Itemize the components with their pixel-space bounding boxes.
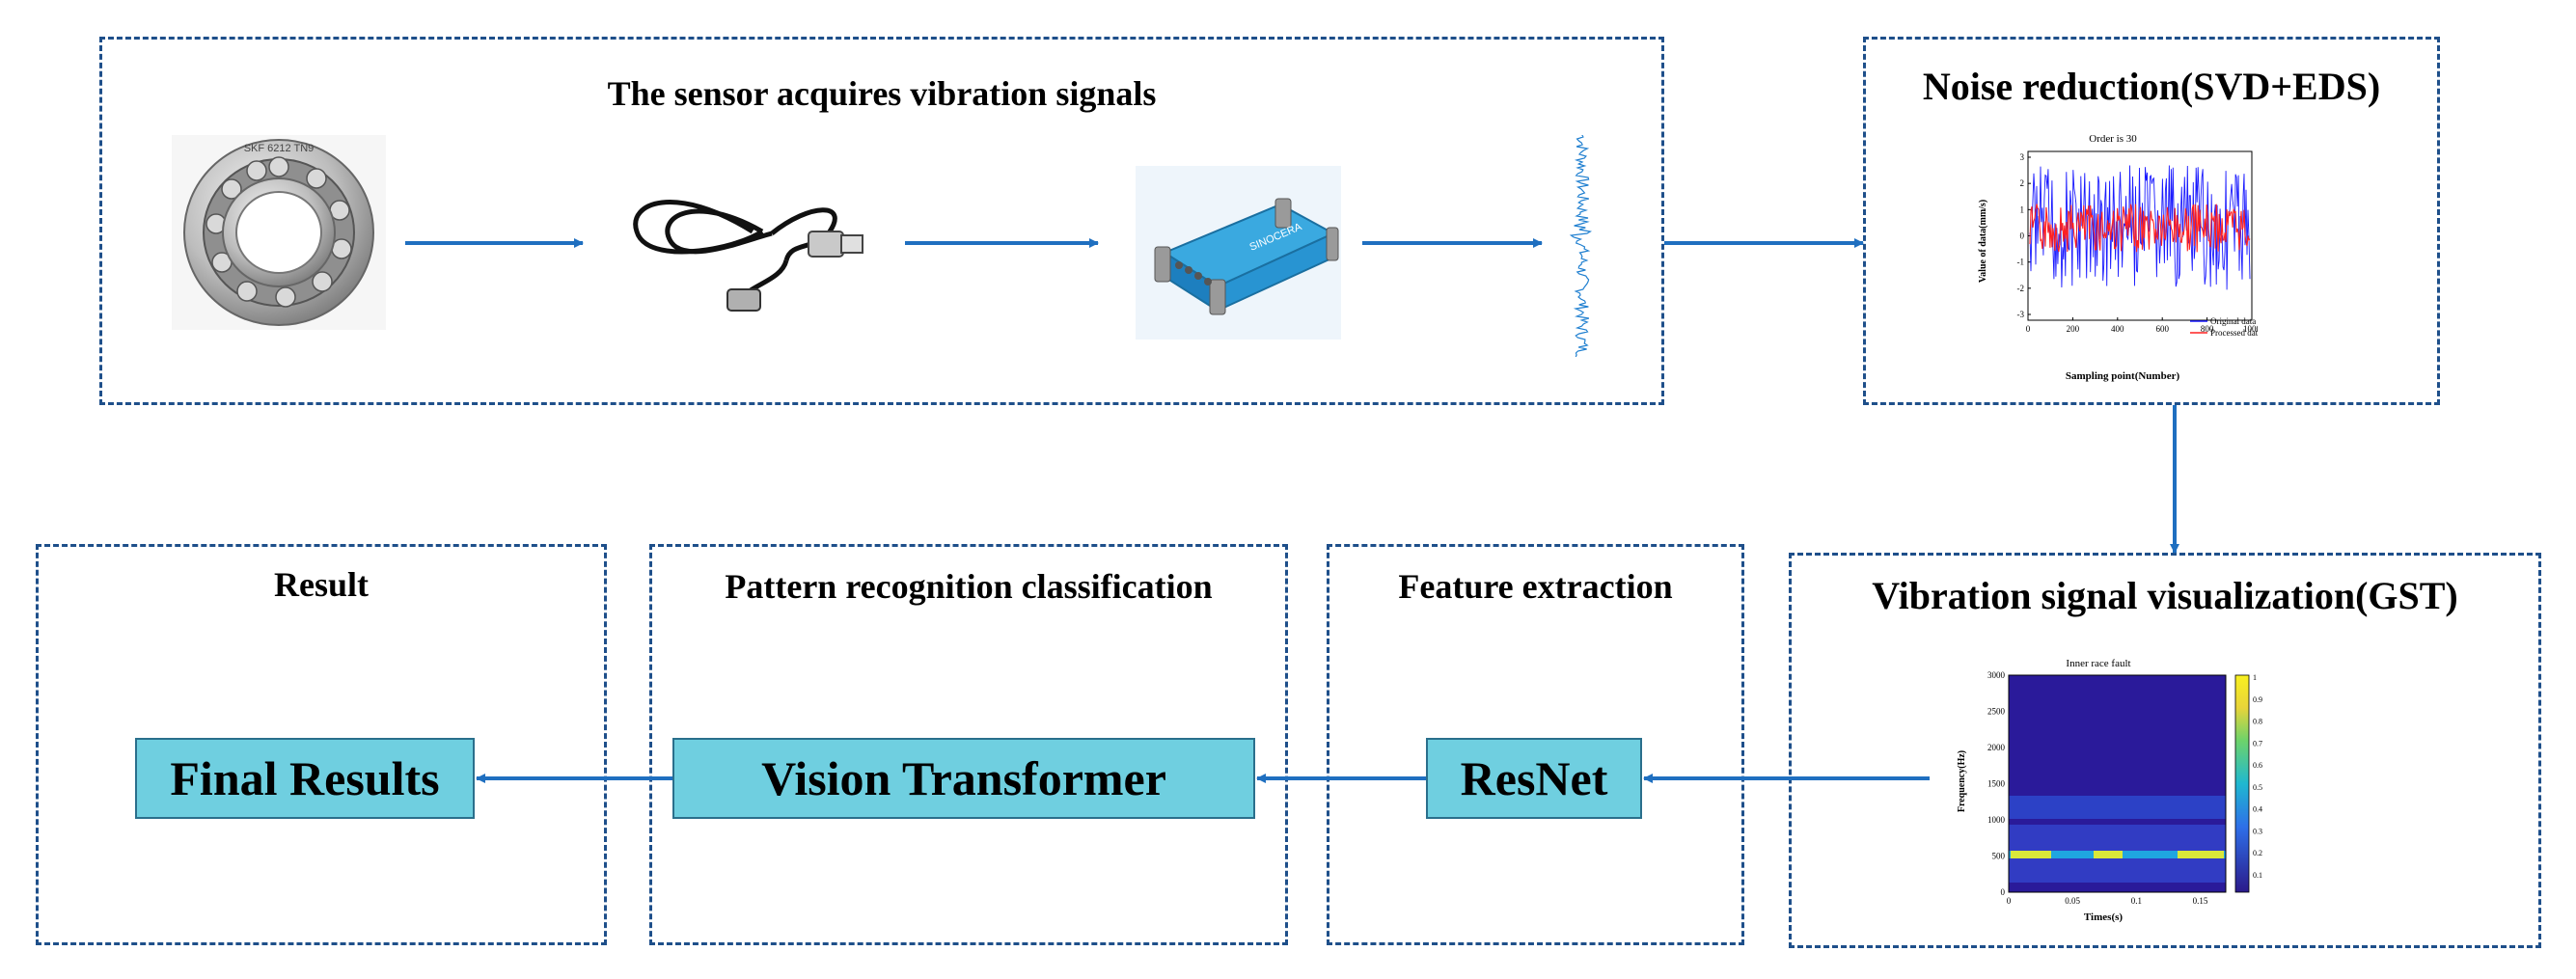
noise-ytick: 1: [2020, 204, 2025, 214]
gst-xtick: 0.1: [2131, 896, 2142, 906]
gst-hotspot: [2178, 851, 2224, 858]
panel-title-visual: Vibration signal visualization(GST): [1872, 574, 2458, 617]
panel-sensor-acquisition: The sensor acquires vibration signals: [99, 37, 1664, 405]
signal-waveform-image: [1569, 135, 1593, 357]
accelerometer-image: [633, 200, 863, 312]
vision-transformer-box: Vision Transformer: [672, 738, 1255, 819]
noise-ytick: 0: [2020, 231, 2025, 241]
panel-visualization: Vibration signal visualization(GST): [1789, 553, 2541, 948]
panel-title-pattern: Pattern recognition classification: [725, 567, 1213, 606]
noise-ytick: 2: [2020, 178, 2025, 188]
gst-ytick: 3000: [1987, 670, 2006, 680]
original-data-series: [2029, 165, 2251, 290]
noise-ytick: -1: [2017, 258, 2025, 267]
noise-reduction-plot: Order is 30 Value of data(mm/s) Sampling…: [1978, 133, 2258, 382]
noise-ytick: -3: [2017, 310, 2025, 319]
gst-ytick: 0: [2001, 887, 2006, 897]
panel-title-feature: Feature extraction: [1398, 567, 1673, 606]
gst-plot-ylabel: Frequency(Hz): [1957, 750, 1967, 812]
noise-plot-title: Order is 30: [2089, 133, 2137, 145]
noise-xtick: 1000: [2243, 324, 2258, 334]
gst-plot-title: Inner race fault: [2066, 658, 2130, 669]
gst-xtick: 0.15: [2193, 896, 2208, 906]
legend-processed: Processed data: [2210, 328, 2258, 338]
gst-cbtick: 0.9: [2253, 695, 2262, 704]
signal-trace: [1569, 135, 1593, 357]
panel-pattern-recognition: Pattern recognition classification: [649, 544, 1288, 945]
gst-hotspot: [2094, 851, 2123, 858]
panel-noise-reduction: Noise reduction(SVD+EDS): [1863, 37, 2440, 405]
panel-result: Result: [36, 544, 607, 945]
gst-colorbar: [2234, 674, 2250, 893]
gst-ytick: 2000: [1987, 743, 2006, 752]
gst-xtick: 0.05: [2065, 896, 2080, 906]
panel-title-noise: Noise reduction(SVD+EDS): [1922, 65, 2381, 108]
noise-plot-ylabel: Value of data(mm/s): [1978, 200, 1988, 283]
gst-ytick: 1500: [1987, 779, 2006, 789]
noise-xtick: 800: [2201, 324, 2214, 334]
gst-cbtick: 0.2: [2253, 849, 2262, 857]
processed-data-series: [2029, 204, 2251, 253]
panel-feature-extraction: Feature extraction: [1327, 544, 1744, 945]
noise-plot-xlabel: Sampling point(Number): [2066, 370, 2180, 382]
gst-spectrogram-plot: Inner race fault Frequency(Hz) Times(s) …: [1957, 658, 2262, 923]
legend-original: Original data: [2210, 316, 2256, 326]
gst-cbtick: 0.4: [2253, 805, 2262, 814]
noise-xtick: 400: [2111, 324, 2124, 334]
noise-xtick: 600: [2155, 324, 2169, 334]
gst-xtick: 0: [2007, 896, 2012, 906]
gst-plot-xlabel: Times(s): [2084, 911, 2123, 923]
panel-title-result: Result: [274, 565, 369, 604]
gst-cbtick: 0.1: [2253, 871, 2262, 880]
noise-ytick: 3: [2020, 152, 2025, 162]
noise-xtick: 200: [2067, 324, 2080, 334]
noise-ytick: -2: [2017, 284, 2025, 293]
final-results-box: Final Results: [135, 738, 475, 819]
panel-title-acquire: The sensor acquires vibration signals: [607, 74, 1157, 113]
gst-ytick: 500: [1992, 852, 2006, 861]
gst-cbtick: 0.3: [2253, 827, 2262, 835]
gst-cbtick: 1: [2253, 673, 2257, 682]
bearing-image: SKF 6212 TN9: [172, 135, 386, 330]
gst-cbtick: 0.6: [2253, 761, 2262, 770]
gst-cbtick: 0.7: [2253, 739, 2262, 748]
gst-cbtick: 0.5: [2253, 783, 2262, 792]
daq-device-image: SINOCERA: [1136, 166, 1341, 340]
gst-ytick: 1000: [1987, 815, 2006, 825]
gst-ytick: 2500: [1987, 707, 2006, 717]
bearing-text: SKF 6212 TN9: [244, 143, 315, 154]
gst-cbtick: 0.8: [2253, 718, 2262, 726]
gst-hotspot: [2011, 851, 2051, 858]
resnet-box: ResNet: [1426, 738, 1642, 819]
noise-xtick: 0: [2026, 324, 2031, 334]
